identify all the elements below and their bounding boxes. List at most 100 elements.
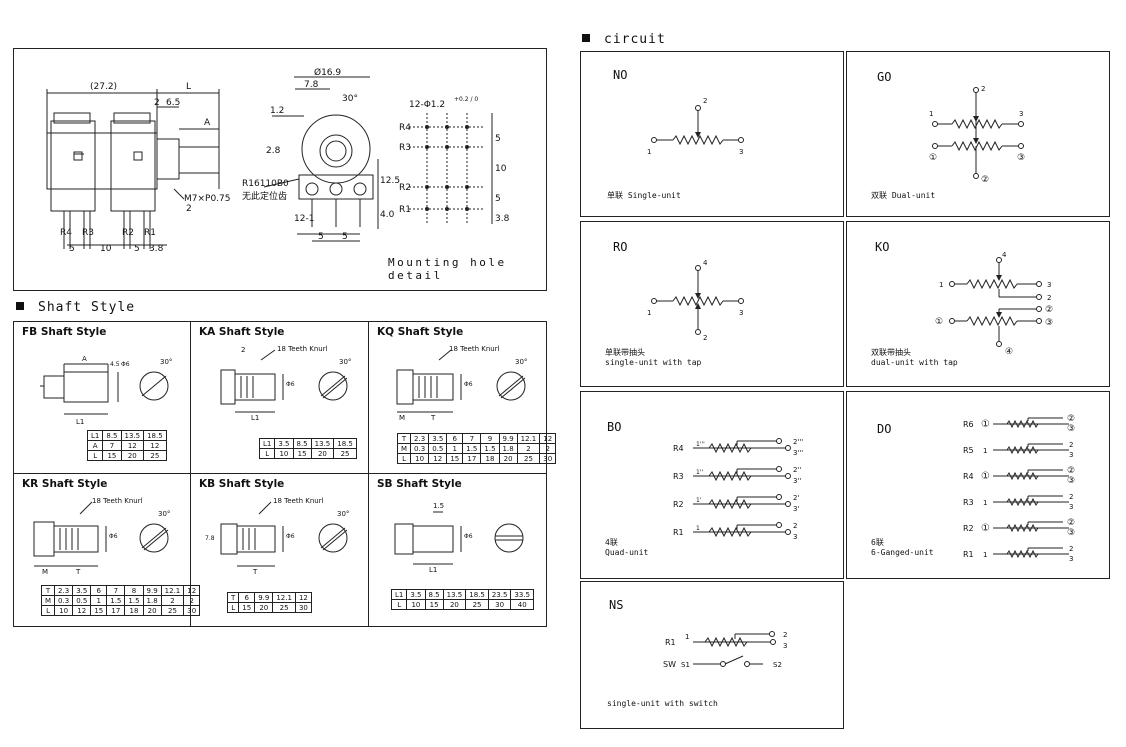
do-r6-p1: ①	[981, 419, 990, 430]
table-cell: 20	[120, 450, 145, 461]
dimension-drawing: (27.2) L 2 6.5 A 2 M7×P0.75 R4 R3 R2 R1 …	[46, 67, 510, 254]
table-cell: 3.5	[428, 433, 448, 444]
table-cell: 1.8	[498, 443, 518, 454]
shaft-cell-ka: KA Shaft Style 18 Teeth Knurl 2 L1 Φ6 30…	[191, 322, 368, 473]
ko-pin-1c: ①	[935, 317, 943, 327]
pin-r2: R2	[122, 228, 134, 238]
bo-r4-p1: 1'''	[696, 441, 705, 448]
bullet-square-icon	[582, 34, 590, 42]
table-cell: 2	[539, 443, 557, 454]
table-cell: 30	[183, 605, 201, 616]
bo-r2-p1: 1'	[696, 497, 702, 504]
shaft-cell-kr: KR Shaft Style 18 Teeth Knurl M T Φ6 30°…	[14, 474, 201, 626]
bo-r2-p3: 3'	[793, 505, 799, 513]
table-cell: 1.5	[124, 595, 144, 606]
kb-label-d: Φ6	[286, 533, 295, 540]
go-schematic: 1 2 3 ① ② ③	[929, 85, 1025, 185]
do-r4-p1: ①	[981, 471, 990, 482]
dim-5a: 5	[318, 232, 324, 242]
do-r3-p1: 1	[983, 499, 987, 507]
ns-desc: single-unit with switch	[607, 699, 718, 708]
table-cell: 7	[462, 433, 482, 444]
bo-r4: R4	[673, 444, 684, 453]
table-cell: 25	[160, 605, 185, 616]
dim-6-5: 6.5	[166, 98, 180, 108]
do-r1: R1	[963, 550, 974, 559]
ka-label-angle: 30°	[339, 358, 351, 366]
table-cell: 40	[510, 599, 535, 610]
dim-L: L	[186, 82, 191, 92]
hole-dim-5: 5	[495, 134, 501, 144]
dim-12-5: 12.5	[380, 176, 400, 186]
table-cell: 6	[90, 585, 108, 596]
ko-pin-1: 1	[939, 281, 943, 289]
table-cell: 12	[120, 440, 145, 451]
kq-label-d: Φ6	[464, 381, 473, 388]
table-cell: 12.1	[516, 433, 541, 444]
ko-pin-4: 4	[1002, 251, 1007, 259]
table-cell: 30	[487, 599, 512, 610]
table-cell: 12	[539, 433, 557, 444]
ns-sw: SW	[663, 660, 676, 669]
table-cell: 0.5	[72, 595, 92, 606]
do-r6-p3: ③	[1067, 424, 1075, 434]
table-cell: 1.5	[106, 595, 126, 606]
bo-r3-p2: 2''	[793, 466, 801, 474]
kq-label-t: T	[430, 414, 436, 422]
table-row-header: A	[86, 440, 104, 451]
kq-label-angle: 30°	[515, 358, 527, 366]
no-pin-3: 3	[739, 148, 743, 156]
table-cell: 12	[143, 440, 167, 451]
do-r6-p2: ②	[1067, 414, 1075, 424]
dim-30deg: 30°	[342, 94, 358, 104]
do-r2: R2	[963, 524, 974, 533]
table-cell: 10	[54, 605, 74, 616]
table-cell: 20	[498, 453, 518, 464]
do-r5: R5	[963, 446, 974, 455]
fb-shaft-drawing: A L1 4.5 Φ6 30°	[40, 355, 172, 426]
dim-1-2: 1.2	[270, 106, 284, 116]
table-cell: 18	[124, 605, 144, 616]
circuit-code-ko: KO	[875, 240, 890, 254]
table-cell: 8	[124, 585, 144, 596]
go-desc: 双联 Dual-unit	[871, 191, 936, 200]
ko-pin-2: 2	[1047, 294, 1051, 302]
dim-7-8: 7.8	[304, 80, 319, 90]
kb-label-side: 7.8	[205, 535, 215, 542]
table-cell: 2.3	[410, 433, 430, 444]
ns-s1: S1	[681, 661, 690, 669]
ro-pin-3: 3	[739, 309, 743, 317]
ns-s2: S2	[773, 661, 782, 669]
dim-4-0: 4.0	[380, 210, 395, 220]
holes-label: 12-Φ1.2	[409, 100, 445, 110]
table-cell: 1.5	[462, 443, 482, 454]
bo-r3-p3: 3''	[793, 477, 801, 485]
do-schematic: R6 ① ② ③ R5 1 2 3 R4 ① ② ③ R3 1 2 3 R2 ①…	[963, 414, 1075, 563]
fb-label-l1: L1	[76, 418, 84, 426]
pin-r3: R3	[82, 228, 94, 238]
dim-total-length: (27.2)	[90, 82, 117, 92]
table-cell: 9.9	[498, 433, 518, 444]
bo-r1-p2: 2	[793, 522, 797, 530]
bo-r1-p1: 1	[696, 525, 700, 532]
bullet-square-icon	[16, 302, 24, 310]
ka-label-2: 2	[241, 346, 245, 354]
table-cell: 25	[272, 602, 296, 613]
no-schematic: 1 2 3	[647, 97, 744, 156]
table-cell: 10	[274, 448, 294, 459]
sb-label-1-5: 1.5	[433, 502, 444, 510]
bo-r2: R2	[673, 500, 684, 509]
shaft-sb-title: SB Shaft Style	[377, 478, 462, 490]
bo-r3-p1: 1''	[696, 469, 703, 476]
hole-dim-10: 10	[495, 164, 507, 174]
